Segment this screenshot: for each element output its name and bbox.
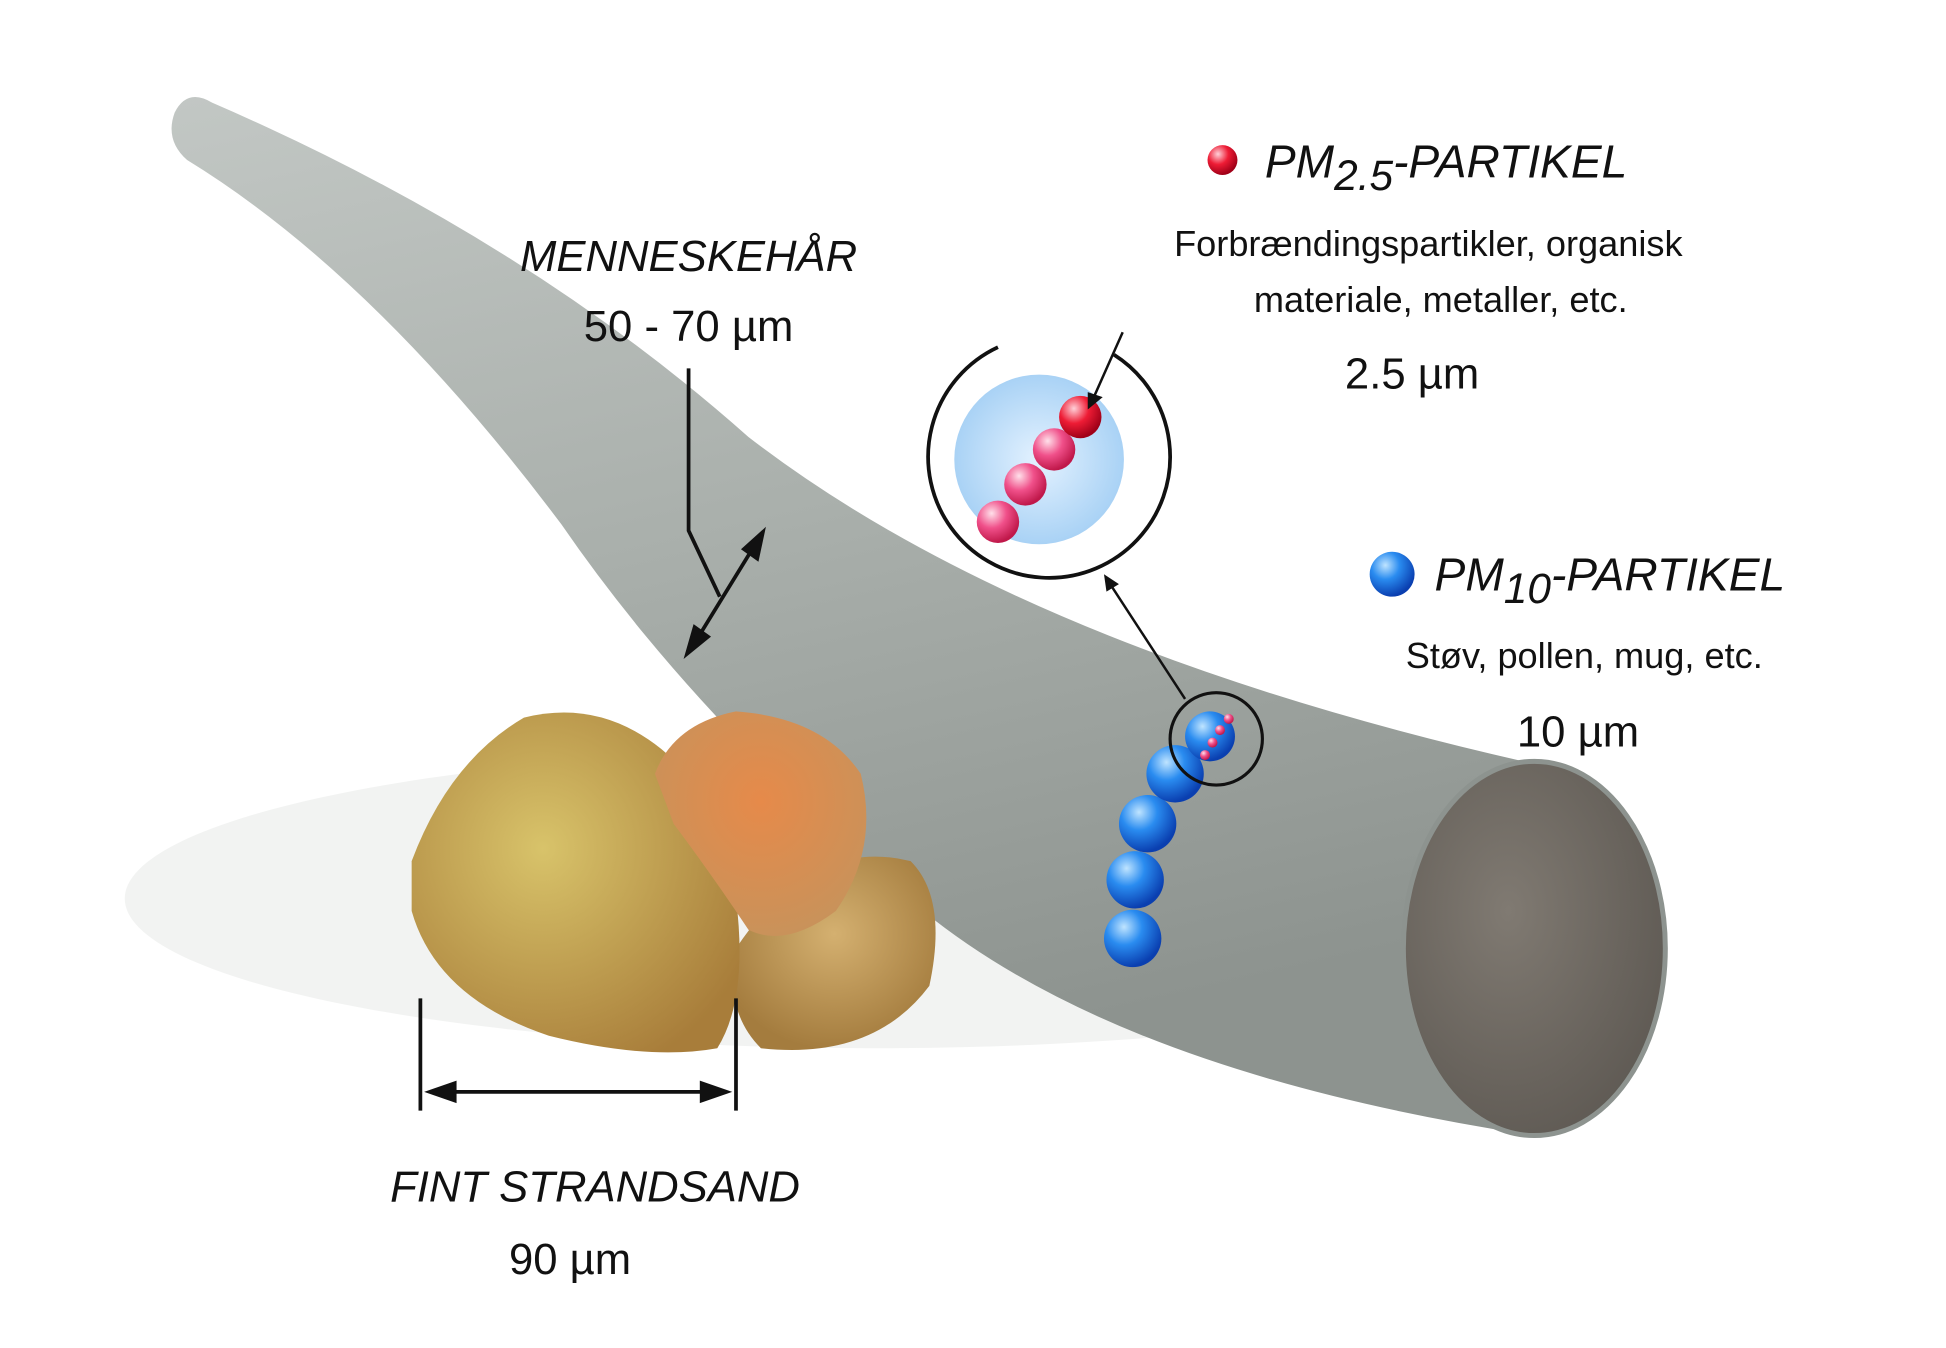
small-magnifier-circle [1168,691,1264,787]
pm25-legend-dot [1207,145,1238,176]
pm10-description: Støv, pollen, mug, etc. [1406,635,1763,676]
sand-grains [411,711,936,1053]
pm25-size: 2.5 µm [1345,349,1479,398]
magnified-view [926,331,1172,580]
sand-size: 90 µm [509,1235,631,1284]
hair-size: 50 - 70 µm [584,302,794,351]
hair-label: MENNESKEHÅR [520,232,857,281]
pm25-label: PM2.5-PARTIKEL [1265,136,1627,199]
pm10-legend-dot [1369,551,1415,597]
pm10-label: PM10-PARTIKEL [1435,548,1786,611]
sand-label: FINT STRANDSAND [390,1163,800,1212]
pm25-description-line2: materiale, metaller, etc. [1254,279,1628,320]
pm10-particles [1103,711,1235,968]
pm25-description-line1: Forbrændingspartikler, organisk [1174,223,1683,264]
human-hair [171,97,1535,1136]
hair-dimension-line [683,368,766,660]
magnify-arrow [1109,583,1187,700]
hair-cross-section [1400,758,1668,1139]
pm10-size: 10 µm [1517,707,1639,756]
sand-dimension-line [418,998,738,1111]
